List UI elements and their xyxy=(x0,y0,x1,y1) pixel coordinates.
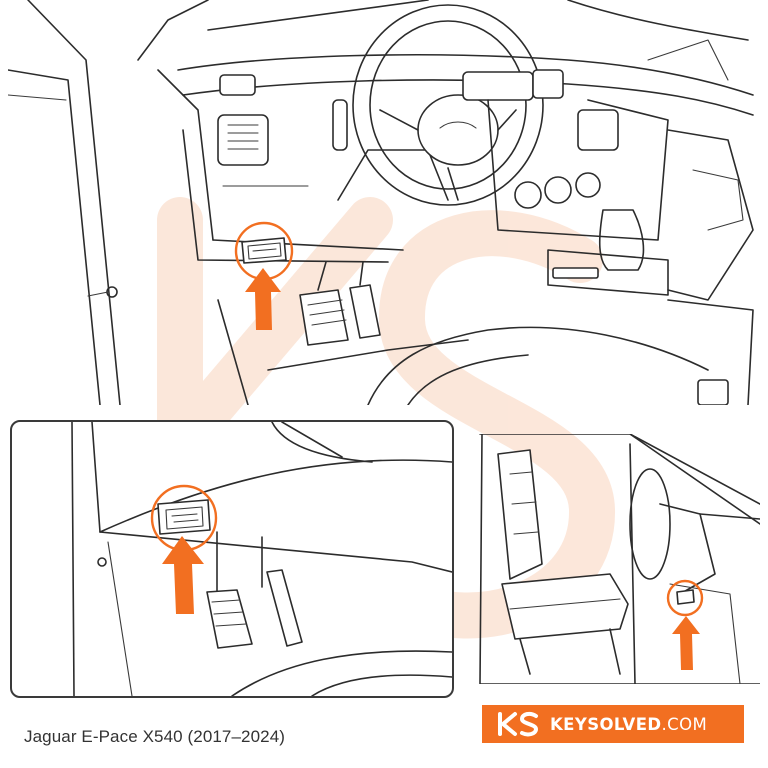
obd-port-icon xyxy=(241,237,287,264)
side-view-illustration xyxy=(479,434,760,684)
steering-wheel-icon xyxy=(352,4,544,206)
up-arrow-icon-side xyxy=(672,616,700,670)
pedal-closeup-inset xyxy=(10,420,454,698)
up-arrow-icon-inset xyxy=(162,536,204,614)
keysolved-brand-banner: KEYSOLVED.COM xyxy=(482,705,744,743)
dashboard-illustration xyxy=(8,0,754,405)
vehicle-caption: Jaguar E-Pace X540 (2017–2024) xyxy=(24,727,286,746)
keysolved-logo-icon xyxy=(498,711,538,737)
main-dashboard-view xyxy=(8,0,760,405)
side-view-inset xyxy=(470,434,760,684)
pedal-closeup-illustration xyxy=(71,422,452,696)
obd-port-icon-inset xyxy=(157,499,211,535)
up-arrow-icon xyxy=(245,268,281,330)
brand-tld: .COM xyxy=(661,714,708,734)
obd-port-highlight-side xyxy=(666,579,704,617)
brand-name: KEYSOLVED xyxy=(550,714,662,734)
